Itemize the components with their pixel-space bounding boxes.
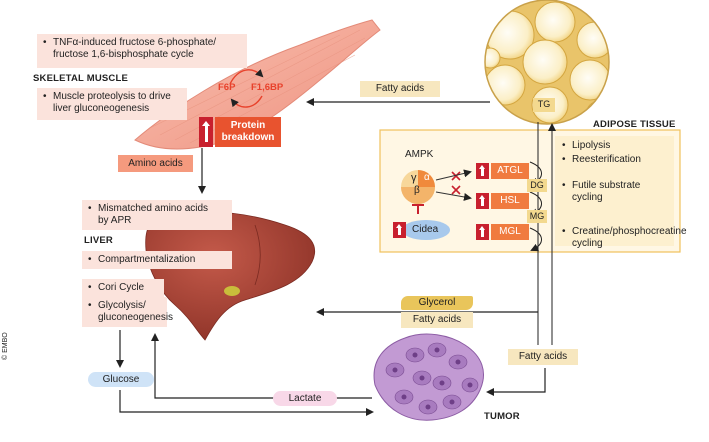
mg-label: MG — [527, 210, 547, 223]
f6p-label: F6P — [218, 82, 236, 93]
atgl-up-icon — [476, 163, 489, 179]
cidea-label: Cidea — [412, 224, 439, 235]
liver-bullet-comp-text: Compartmentalization — [98, 254, 196, 265]
liver-bullet-cori: Cori Cycle — [82, 279, 164, 297]
tg-label: TG — [533, 98, 555, 112]
liver-title: LIVER — [84, 235, 113, 246]
adipose-bullet-lipolysis: •Lipolysis — [562, 140, 611, 151]
mgl-up-icon — [476, 224, 489, 240]
dg-label: DG — [527, 179, 547, 192]
muscle-bullet-tnf-text: TNFα-induced fructose 6-phosphate/ fruct… — [53, 37, 217, 60]
liver-bullet-apr: Mismatched amino acids by APR — [82, 200, 232, 230]
hsl-up-icon — [476, 193, 489, 209]
liver-bullet-glyco-text: Glycolysis/ gluconeogenesis — [98, 300, 174, 323]
adipose-bullets: •Lipolysis •Reesterification •Futile sub… — [562, 140, 687, 250]
ampk-complex — [401, 170, 435, 204]
mgl-label: MGL — [491, 224, 529, 240]
tumor-title: TUMOR — [484, 411, 520, 422]
protein-breakdown-up-icon — [199, 117, 213, 147]
liver-bullet-apr-text: Mismatched amino acids by APR — [98, 203, 209, 226]
adipose-bullet-creatine: •Creatine/phosphocreatine cycling — [562, 226, 687, 249]
ampk-beta: β — [414, 185, 420, 196]
amino-acids-label: Amino acids — [118, 155, 193, 172]
liver-bullet-glyco: Glycolysis/ gluconeogenesis — [82, 297, 173, 327]
lactate-label: Lactate — [273, 391, 337, 406]
adipose-tissue-title: ADIPOSE TISSUE — [593, 119, 676, 130]
cidea-up-icon — [393, 222, 406, 238]
protein-breakdown-label: Protein breakdown — [215, 117, 281, 147]
credit-text: © EMBO — [2, 332, 9, 360]
liver-bullet-cori-text: Cori Cycle — [98, 282, 145, 293]
hsl-label: HSL — [491, 193, 529, 209]
ampk-alpha: α — [424, 172, 430, 183]
mgl-box: MGL — [476, 224, 531, 240]
glycerol-label: Glycerol — [401, 296, 473, 310]
muscle-bullet-proteolysis-text: Muscle proteolysis to drive liver glucon… — [53, 91, 171, 114]
glucose-label: Glucose — [88, 372, 154, 387]
ampk-label: AMPK — [405, 149, 434, 160]
cidea-shape — [402, 220, 450, 240]
muscle-bullet-tnf: TNFα-induced fructose 6-phosphate/ fruct… — [37, 34, 247, 68]
adipose-bullet-reesterification: •Reesterification — [562, 154, 641, 165]
muscle-bullet-proteolysis: Muscle proteolysis to drive liver glucon… — [37, 88, 187, 120]
f16bp-label: F1,6BP — [251, 82, 284, 93]
fatty-acids-low-label: Fatty acids — [508, 349, 578, 365]
hsl-box: HSL — [476, 193, 531, 209]
atgl-label: ATGL — [491, 163, 529, 179]
ampk-gamma: γ — [411, 172, 417, 184]
tumor-illustration — [373, 333, 484, 421]
liver-bullet-comp: Compartmentalization — [82, 251, 232, 269]
atgl-box: ATGL — [476, 163, 531, 179]
fatty-acids-top-label: Fatty acids — [360, 81, 440, 97]
fatty-acids-mid-label: Fatty acids — [401, 312, 473, 328]
adipose-bullet-futile: •Futile substrate cycling — [562, 180, 641, 203]
protein-breakdown-box: Protein breakdown — [199, 117, 281, 147]
skeletal-muscle-title: SKELETAL MUSCLE — [33, 73, 129, 84]
